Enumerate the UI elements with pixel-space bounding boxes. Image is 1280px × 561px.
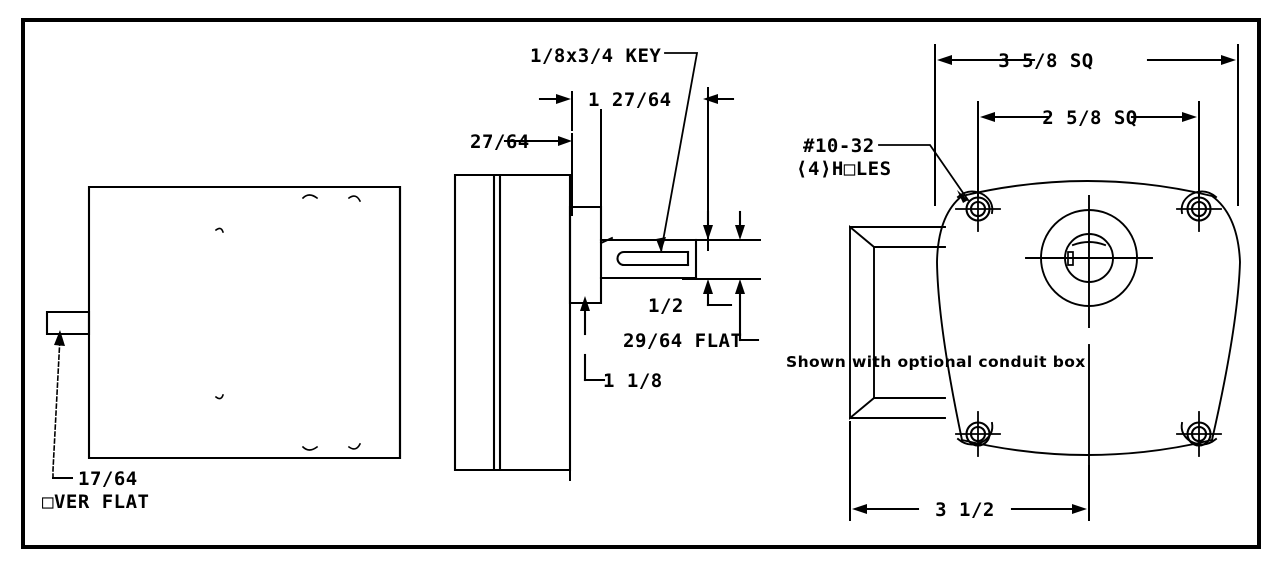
dim-label-key: 1/8x3/4 KEY	[530, 45, 661, 67]
dim-label-shaft-length: 1 27/64	[588, 89, 672, 111]
dim-label-frame-square: 3 5/8 SQ	[998, 50, 1094, 72]
shaft-chamfer	[599, 236, 614, 245]
face-view-body-outline	[936, 180, 1241, 456]
dim-shaft-diameter	[682, 210, 761, 307]
drawing-frame-border	[21, 18, 1261, 549]
note-conduit-box: Shown with optional conduit box	[786, 353, 1086, 371]
dim-label-hole-count: ⟨4⟩H□LES	[796, 158, 892, 180]
dim-label-shaft-diameter: 1/2	[648, 295, 684, 317]
dim-label-conduit-offset: 3 1/2	[935, 499, 995, 521]
dim-label-flange-thickness: 27/64	[470, 131, 530, 153]
dim-frame-square	[934, 44, 1239, 206]
output-flange-block	[568, 205, 603, 305]
motor-rear-boss	[45, 310, 91, 336]
conduit-box-outline	[849, 224, 946, 421]
dim-label-over-flat-note: □VER FLAT	[42, 491, 149, 513]
dim-bolt-circle-square	[977, 101, 1200, 197]
dim-shaft-flat	[735, 210, 760, 342]
mounting-hole-bottom-right	[1176, 411, 1222, 457]
dim-conduit-offset	[849, 421, 1090, 521]
leader-hole-callout	[878, 144, 970, 203]
motor-body-corner-arcs	[214, 194, 362, 451]
leader-key-callout	[656, 52, 699, 254]
mounting-hole-bottom-left	[955, 411, 1001, 457]
output-shaft	[599, 238, 698, 280]
dim-label-flat: 29/64 FLAT	[623, 330, 742, 352]
dim-label-over-flat-value: 17/64	[78, 468, 138, 490]
leader-over-flat	[52, 330, 73, 479]
dim-label-bolt-square: 2 5/8 SQ	[1042, 107, 1138, 129]
dim-pilot-diameter	[569, 194, 606, 481]
dim-label-pilot-diameter: 1 1/8	[603, 370, 663, 392]
dim-flange-thickness	[503, 133, 573, 216]
face-view-centerlines	[1025, 195, 1153, 467]
dim-label-hole-thread: #10-32	[803, 135, 875, 157]
shaft-keyway-slot	[616, 250, 690, 267]
